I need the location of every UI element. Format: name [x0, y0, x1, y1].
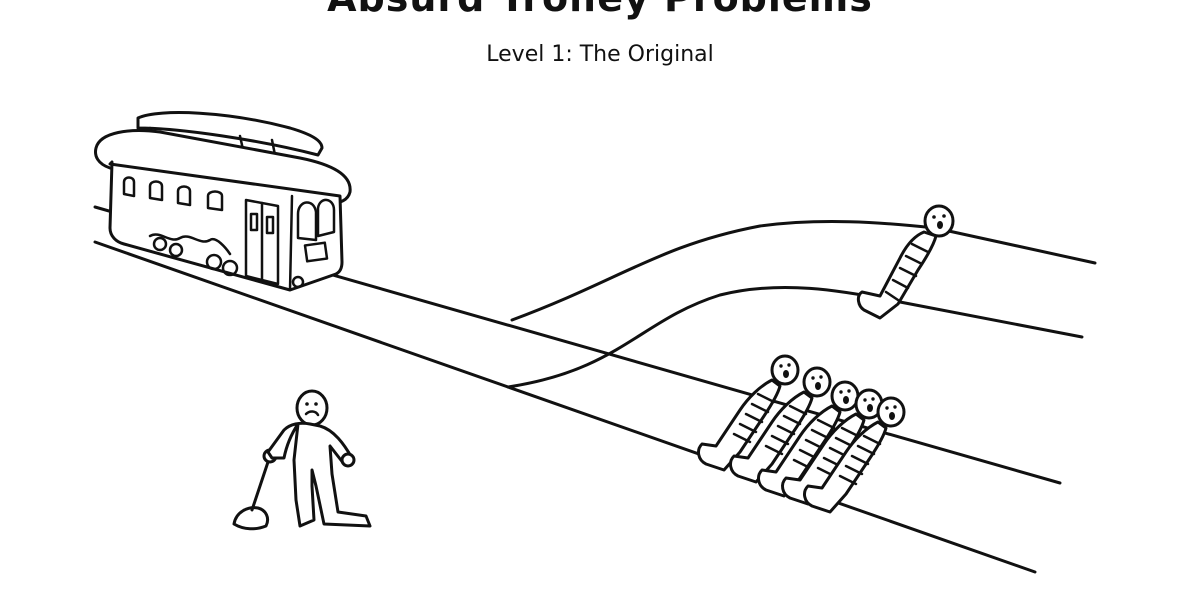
side-track-victim-icon — [856, 204, 955, 320]
victim-icon — [757, 380, 860, 498]
level-subtitle: Level 1: The Original — [486, 42, 714, 67]
victim-icon — [697, 354, 800, 472]
person-at-lever-icon — [232, 389, 372, 531]
victim-icon — [729, 366, 832, 484]
switch-track — [506, 220, 1097, 389]
page-title: Absurd Trolley Problems — [0, 0, 1200, 20]
victim-icon — [781, 388, 884, 506]
main-track-victims-group — [697, 354, 906, 514]
trolley-icon — [94, 111, 352, 292]
victim-icon — [803, 396, 906, 514]
